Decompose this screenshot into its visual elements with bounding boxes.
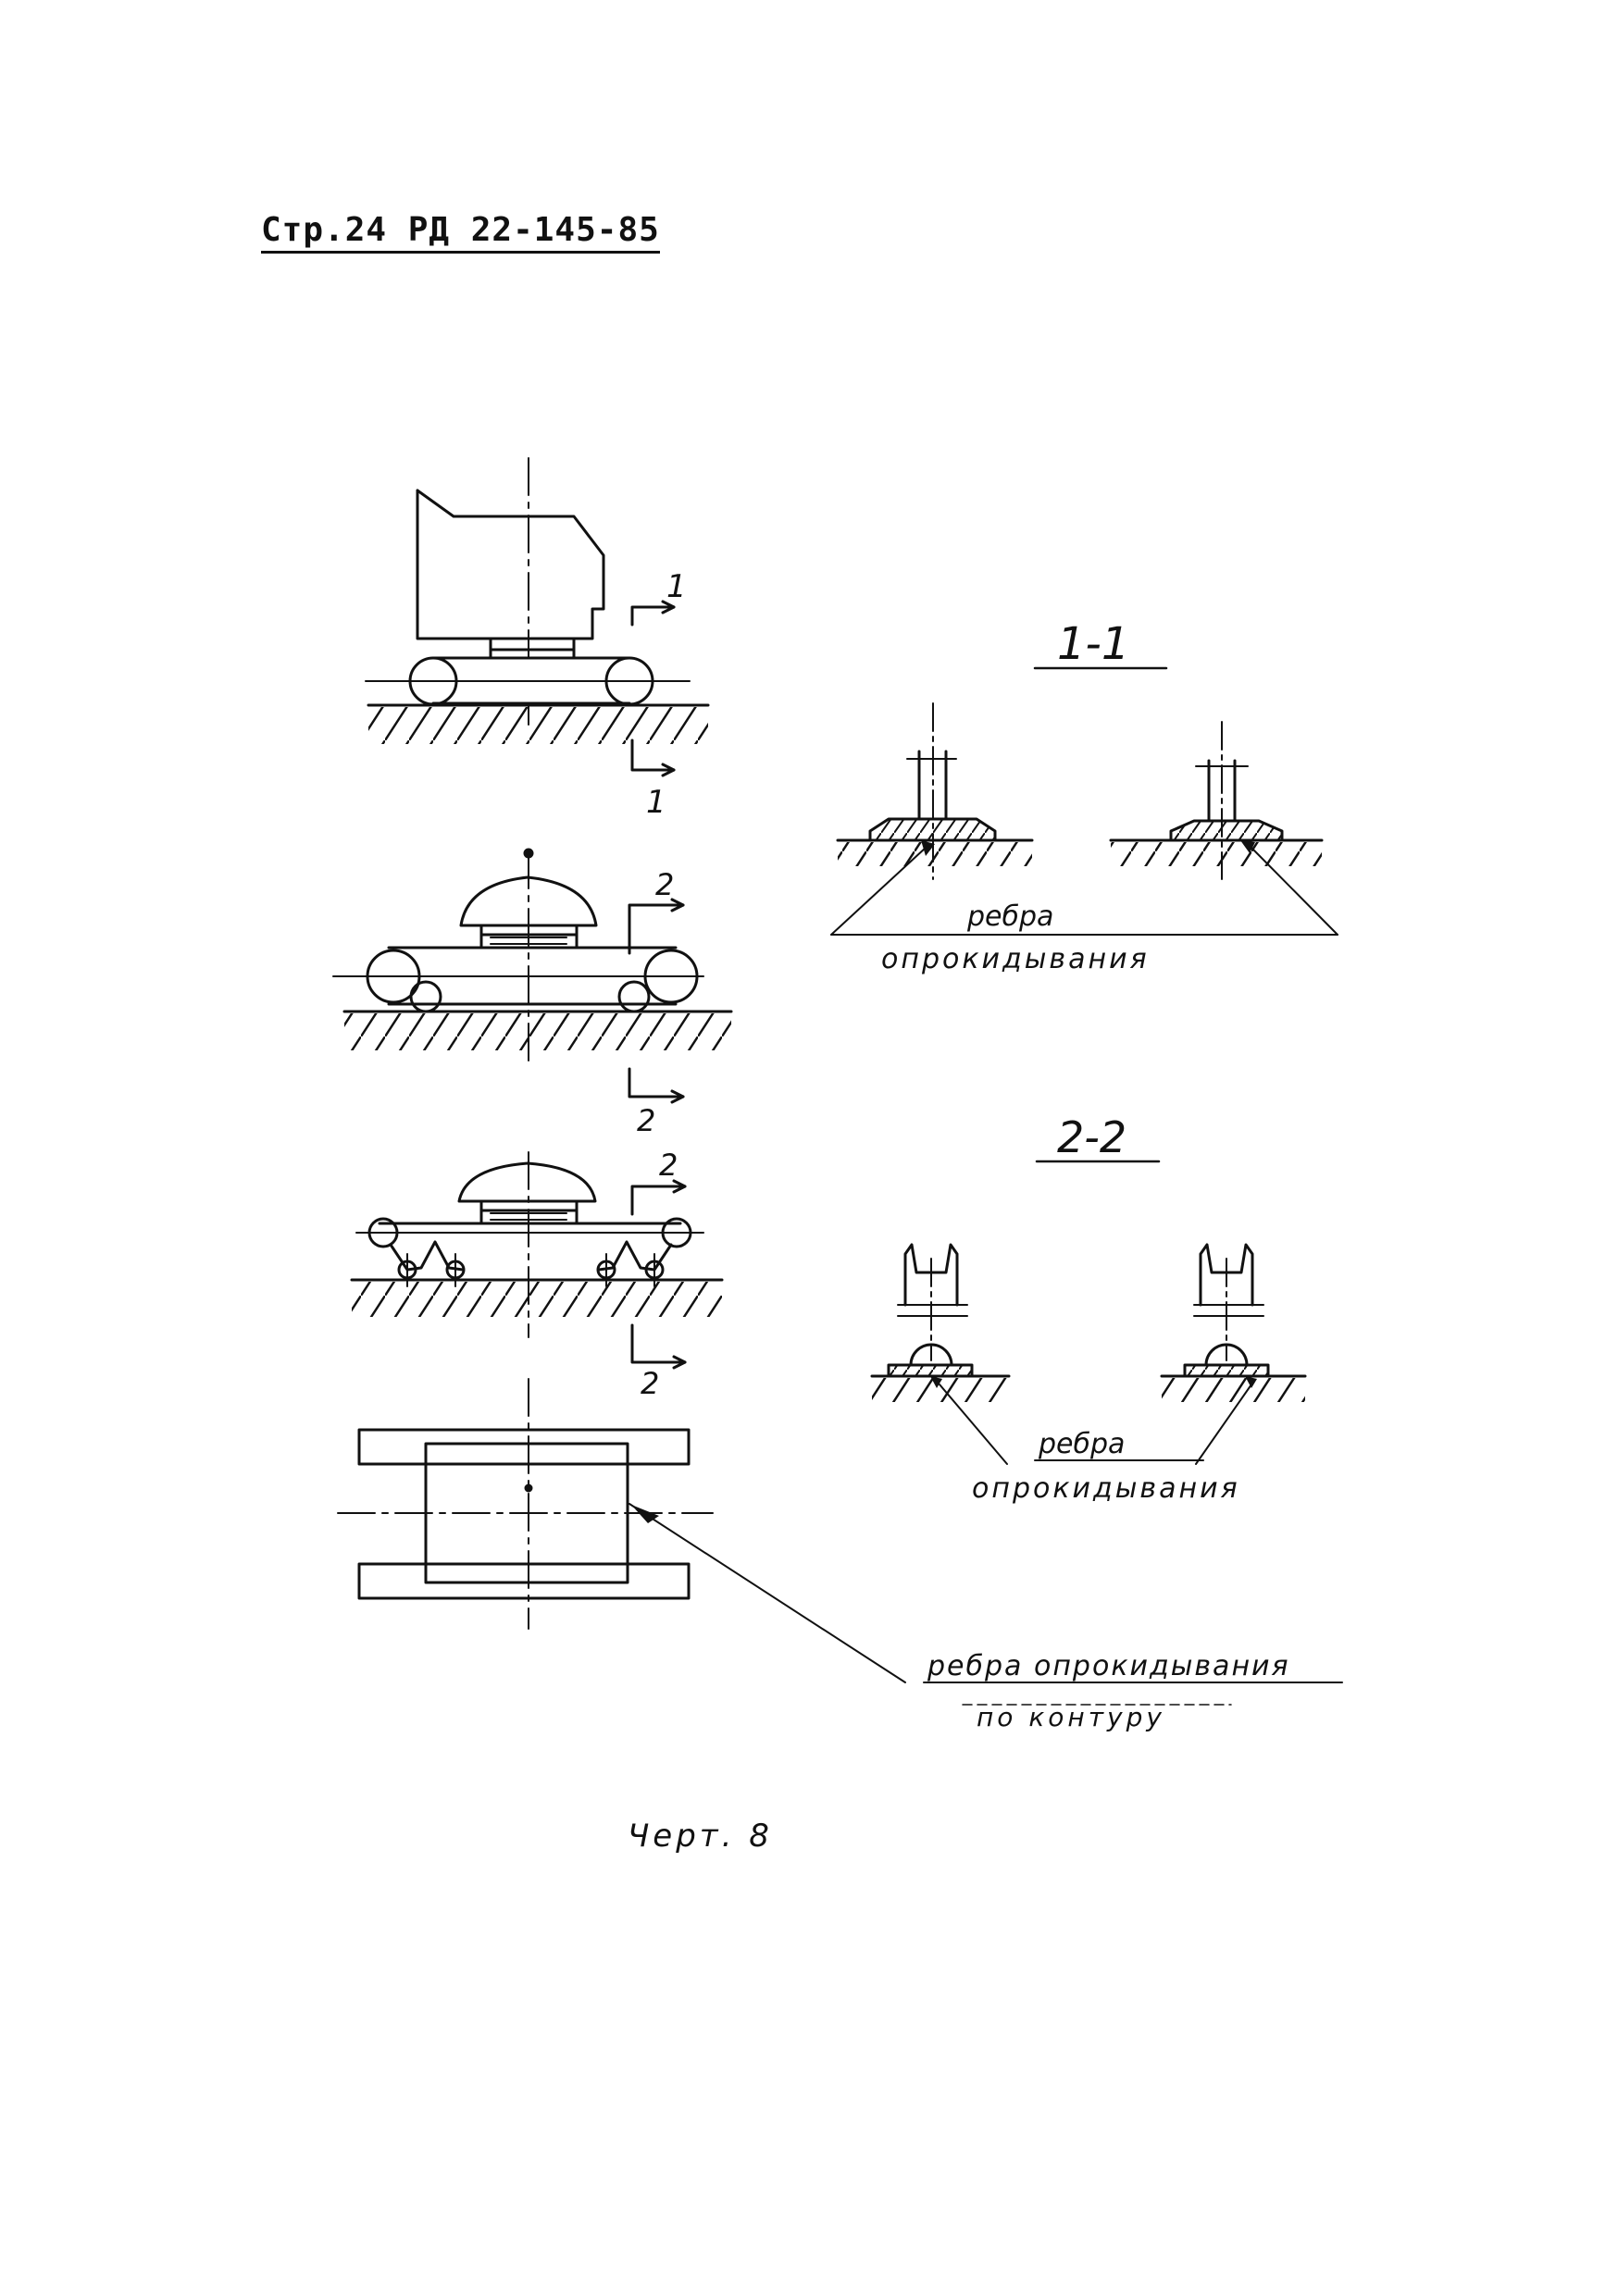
- crawler-machine-side-view: [365, 457, 710, 777]
- plan-view-contour: [337, 1378, 906, 1683]
- crawler-with-idlers-view: [332, 848, 733, 1104]
- crawler-with-bogies-view: [350, 1151, 724, 1370]
- tip-edges-label-1-line1: ребра: [966, 900, 1053, 933]
- tip-edges-label-2-line1: ребра: [1038, 1428, 1125, 1460]
- section-1-1: [830, 702, 1338, 936]
- section-1-1-title: 1-1: [1057, 618, 1129, 670]
- tip-edges-label-2-line2: опрокидывания: [972, 1472, 1240, 1505]
- section-2-2: [870, 1243, 1307, 1465]
- tip-edges-contour-line1: ребра опрокидывания: [927, 1650, 1290, 1682]
- figure-caption: Черт. 8: [628, 1818, 773, 1855]
- section-2a-mark-top: 2: [655, 867, 674, 902]
- section-2-2-title: 2-2: [1057, 1112, 1126, 1162]
- section-1-mark-top: 1: [666, 568, 687, 605]
- section-1-mark-bottom: 1: [646, 784, 666, 821]
- section-2a-mark-bottom: 2: [637, 1103, 655, 1138]
- tip-edges-contour-line2: по контуру: [977, 1702, 1165, 1732]
- tip-edges-label-1-line2: опрокидывания: [881, 943, 1150, 975]
- page-header: Стр.24 РД 22-145-85: [261, 211, 660, 254]
- section-2b-mark-top: 2: [659, 1148, 678, 1183]
- section-2b-mark-bottom: 2: [641, 1366, 659, 1401]
